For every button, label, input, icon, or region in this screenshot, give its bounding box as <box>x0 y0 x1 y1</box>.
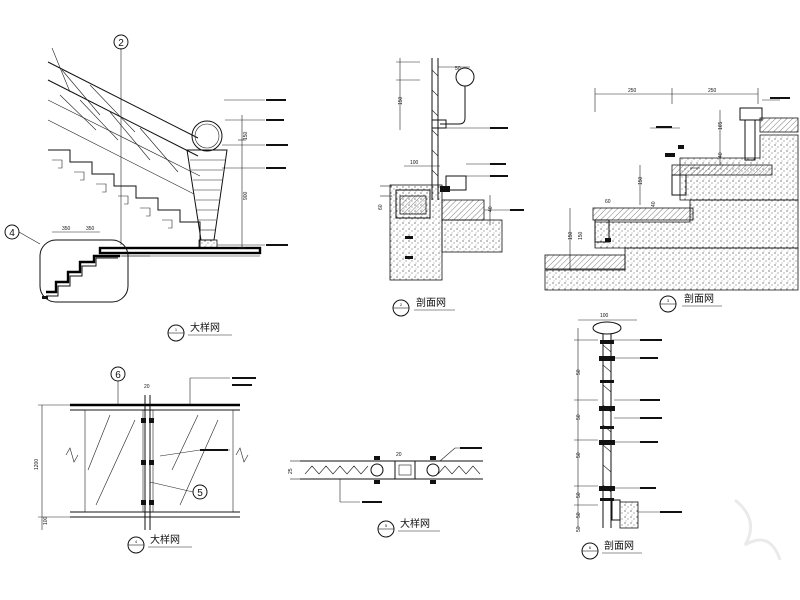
dim-step-riser4: 150 <box>578 231 584 240</box>
dim-sec-d1: 150 <box>398 96 404 105</box>
dim-post-d5: 50 <box>576 512 582 518</box>
dim-post-d1: 50 <box>576 369 582 375</box>
dim-step-riser2: 165 <box>718 121 724 130</box>
step-section-view: 250 250 150 165 150 150 60 40 40 <box>544 88 799 313</box>
callout-4-label: 4 <box>9 228 15 239</box>
title-rail-plan: 大样网 <box>400 517 430 530</box>
dim-step-top1: 250 <box>628 88 637 94</box>
dim-stair-h2: 150 <box>243 131 249 140</box>
dim-sec-d2: 100 <box>410 160 419 166</box>
title-6-number: 6 <box>589 545 592 550</box>
dim-post-d6: 50 <box>576 526 582 532</box>
dim-step-riser3: 150 <box>638 176 644 185</box>
dim-post-d4: 50 <box>576 492 582 498</box>
dim-step-w2: 350 <box>86 226 95 232</box>
dim-rail-d1: 20 <box>144 384 150 390</box>
callout-6-label: 6 <box>115 370 121 381</box>
dim-plan-d2: 20 <box>396 452 402 458</box>
dim-step-top2: 250 <box>708 88 717 94</box>
dim-step-d1: 60 <box>605 199 611 205</box>
railing-elevation-view: 1200 100 20 6 5 4 大样网 <box>34 366 256 554</box>
title-4-number: 4 <box>135 539 138 544</box>
dim-step-d3: 40 <box>651 201 657 207</box>
title-3-number: 3 <box>667 298 670 303</box>
title-railing-elevation: 大样网 <box>150 533 180 546</box>
dim-plan-d1: 25 <box>288 468 294 474</box>
rail-plan-view: 25 20 5 大样网 <box>288 447 483 538</box>
dim-rail-h-total: 1200 <box>34 459 40 470</box>
post-section-view: 100 <box>574 313 682 560</box>
railing-section-view: 150 50 60 100 40 <box>378 58 524 317</box>
title-2-number: 2 <box>400 302 403 307</box>
dim-step-w1: 350 <box>62 226 71 232</box>
callout-2-label: 2 <box>118 38 124 49</box>
title-5-number: 5 <box>385 523 388 528</box>
dim-step-riser1: 150 <box>568 231 574 240</box>
dim-stair-h1: 900 <box>243 191 249 200</box>
dim-post-top: 100 <box>600 313 609 319</box>
dim-sec-d4: 50 <box>455 66 461 72</box>
callout-5-label: 5 <box>197 488 203 499</box>
title-stair-elevation: 大样网 <box>190 321 220 334</box>
dim-step-d2: 40 <box>718 152 724 158</box>
dim-post-d3: 50 <box>576 452 582 458</box>
dim-rail-h-base: 100 <box>43 516 49 525</box>
dim-sec-d3: 40 <box>488 206 494 212</box>
title-post-section: 剖面网 <box>604 539 634 552</box>
title-railing-section: 剖面网 <box>416 296 446 309</box>
watermark-logo <box>734 498 782 561</box>
title-step-section: 剖面网 <box>684 292 714 305</box>
stair-elevation-view: 900 150 2 350 350 4 <box>4 34 288 342</box>
callout-2-bubble <box>113 34 129 50</box>
title-1-number: 1 <box>175 327 178 332</box>
dim-sec-d5: 60 <box>378 204 384 210</box>
dim-post-d2: 50 <box>576 414 582 420</box>
